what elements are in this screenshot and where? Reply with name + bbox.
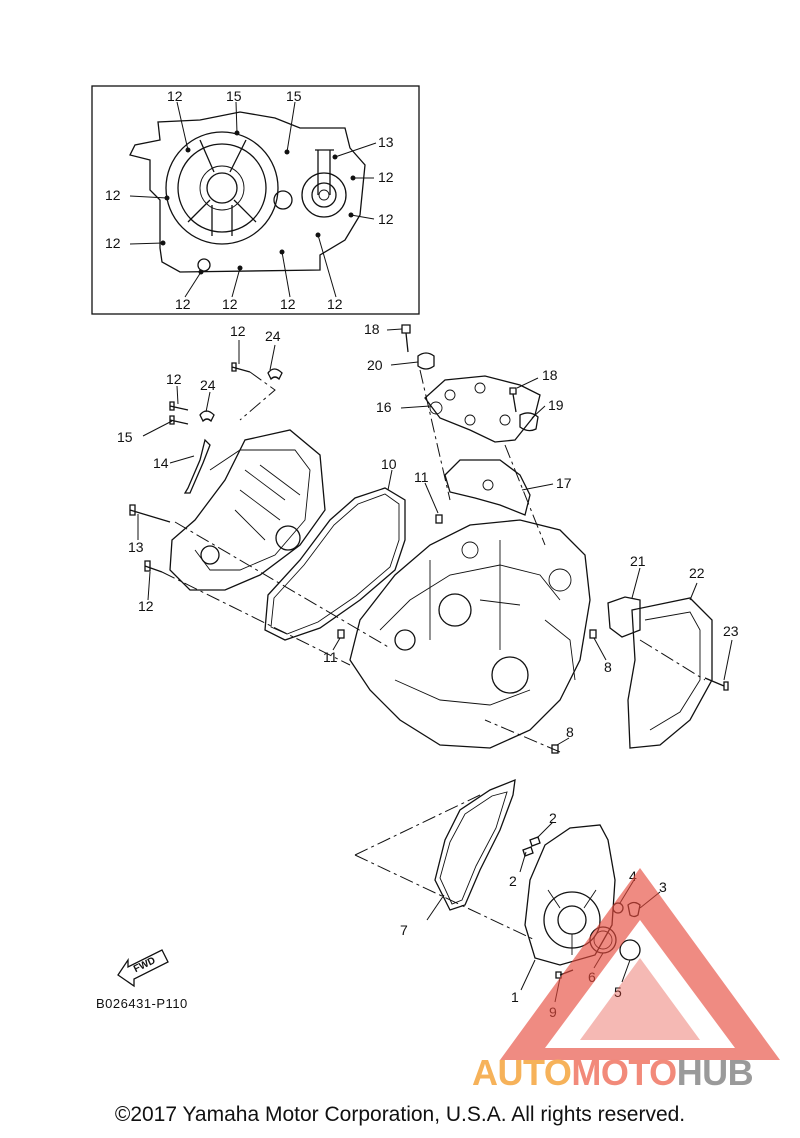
inset-callouts: 12 15 15 13 12 12 12 12 12 12 12 12: [105, 88, 394, 312]
callout-12: 12: [166, 371, 182, 387]
left-crankcase-cover: [129, 340, 391, 666]
watermark-hub: HUB: [676, 1052, 754, 1093]
inset-view: 12 15 15 13 12 12 12 12 12 12 12 12: [91, 85, 420, 315]
callout-15: 15: [286, 88, 302, 104]
reference-code: B026431-P110: [96, 996, 188, 1011]
callout-4: 4: [629, 868, 637, 884]
callout-2: 2: [509, 873, 517, 889]
top-cover-assembly: [386, 324, 554, 546]
callout-12: 12: [280, 296, 296, 312]
callout-10: 10: [381, 456, 397, 472]
right-crankcase-cover-assembly: [354, 778, 661, 1003]
callout-12: 12: [167, 88, 183, 104]
callout-13: 13: [378, 134, 394, 150]
callout-8: 8: [566, 724, 574, 740]
fwd-label: FWD: [132, 955, 157, 975]
callout-13: 13: [128, 539, 144, 555]
callout-15: 15: [117, 429, 133, 445]
callout-22: 22: [689, 565, 705, 581]
forward-direction-indicator: FWD: [117, 949, 169, 988]
watermark-text: AUTOMOTOHUB: [472, 1052, 754, 1094]
callout-12: 12: [378, 169, 394, 185]
sprocket-cover-assembly: [607, 567, 733, 749]
callout-2: 2: [549, 810, 557, 826]
callout-18: 18: [542, 367, 558, 383]
callout-12: 12: [327, 296, 343, 312]
callout-7: 7: [400, 922, 408, 938]
copyright-notice: ©2017 Yamaha Motor Corporation, U.S.A. A…: [114, 1103, 686, 1126]
callout-14: 14: [153, 455, 169, 471]
callout-11: 11: [323, 649, 338, 665]
watermark-logo: [500, 868, 780, 1060]
callout-21: 21: [630, 553, 646, 569]
callout-12: 12: [230, 323, 246, 339]
callout-15: 15: [226, 88, 242, 104]
crankcase-gasket: [264, 469, 406, 641]
callout-24: 24: [200, 377, 216, 393]
watermark-moto: MOTO: [571, 1052, 677, 1093]
callout-20: 20: [367, 357, 383, 373]
callout-23: 23: [723, 623, 739, 639]
callout-12: 12: [378, 211, 394, 227]
callout-17: 17: [556, 475, 572, 491]
callout-24: 24: [265, 328, 281, 344]
callout-12: 12: [105, 187, 121, 203]
callout-12: 12: [105, 235, 121, 251]
callout-3: 3: [659, 879, 667, 895]
callout-1: 1: [511, 989, 519, 1005]
callout-11: 11: [414, 469, 429, 485]
callout-8: 8: [604, 659, 612, 675]
callout-16: 16: [376, 399, 392, 415]
callout-19: 19: [548, 397, 564, 413]
callout-5: 5: [614, 984, 622, 1000]
watermark-auto: AUTO: [472, 1052, 572, 1093]
callout-12: 12: [222, 296, 238, 312]
callout-18: 18: [364, 321, 380, 337]
callout-12: 12: [175, 296, 191, 312]
callout-12: 12: [138, 598, 154, 614]
engine-crankcase: [332, 482, 607, 754]
